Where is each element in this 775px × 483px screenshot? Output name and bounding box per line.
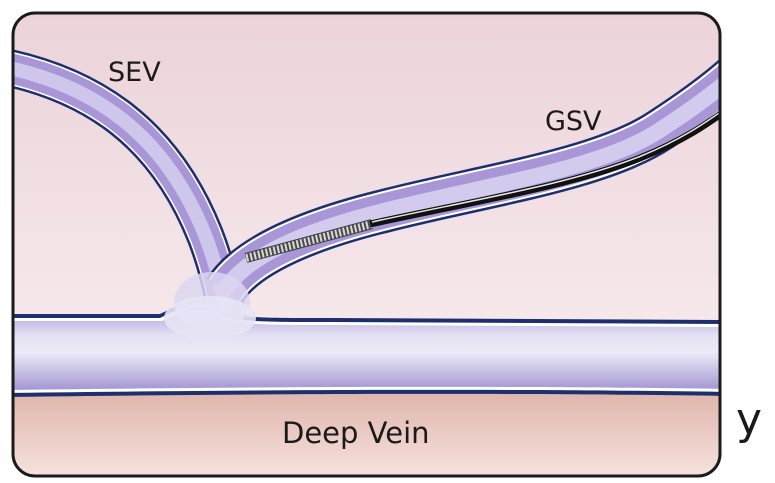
junction-core (164, 296, 256, 340)
deep-vein-label: Deep Vein (282, 416, 430, 450)
gsv-label: GSV (545, 106, 602, 137)
sev-label: SEV (108, 57, 161, 88)
side-letter: y (736, 398, 762, 442)
